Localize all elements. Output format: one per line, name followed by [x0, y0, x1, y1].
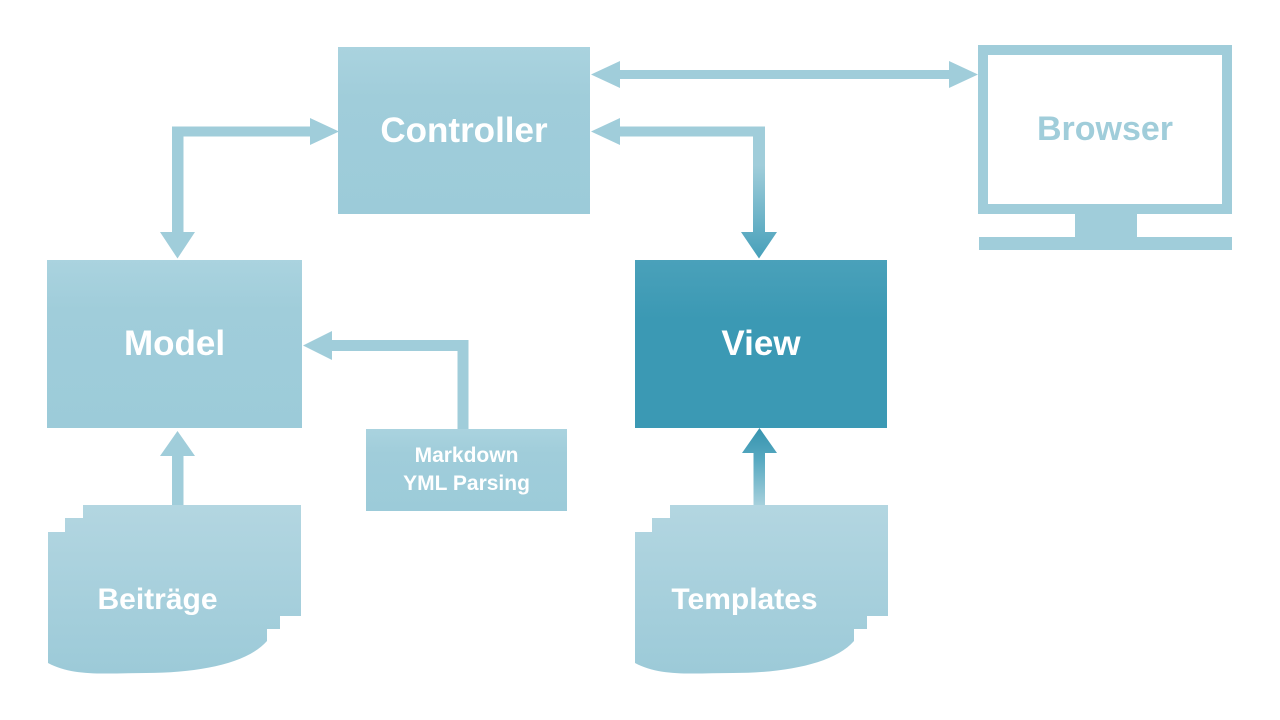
- arrow-controller-view: [591, 118, 777, 259]
- templates-document-icon: [635, 505, 888, 674]
- view-label: View: [721, 324, 801, 363]
- parser-node: Markdown YML Parsing: [366, 429, 567, 511]
- parser-label-line1: Markdown: [414, 444, 519, 467]
- monitor-base-icon: [979, 237, 1232, 250]
- arrow-parser-model: [303, 331, 469, 429]
- parser-label-line2: YML Parsing: [403, 472, 530, 495]
- browser-monitor-icon: Browser: [978, 45, 1232, 214]
- arrow-controller-model: [160, 118, 339, 259]
- model-node: Model: [47, 260, 302, 428]
- controller-node: Controller: [338, 47, 590, 214]
- arrow-templates-view: [742, 428, 777, 505]
- arrow-controller-browser: [591, 61, 978, 88]
- beitraege-document-icon: [48, 505, 301, 674]
- beitraege-label: Beiträge: [97, 583, 218, 616]
- beitraege-document-shape: [48, 505, 301, 674]
- controller-label: Controller: [380, 110, 548, 150]
- browser-label: Browser: [1036, 110, 1174, 148]
- model-label: Model: [123, 324, 226, 363]
- templates-label: Templates: [671, 583, 818, 616]
- templates-document-shape: [635, 505, 888, 674]
- monitor-stand-icon: [1075, 214, 1137, 237]
- view-node: View: [635, 260, 887, 428]
- arrow-beitraege-model: [160, 431, 195, 505]
